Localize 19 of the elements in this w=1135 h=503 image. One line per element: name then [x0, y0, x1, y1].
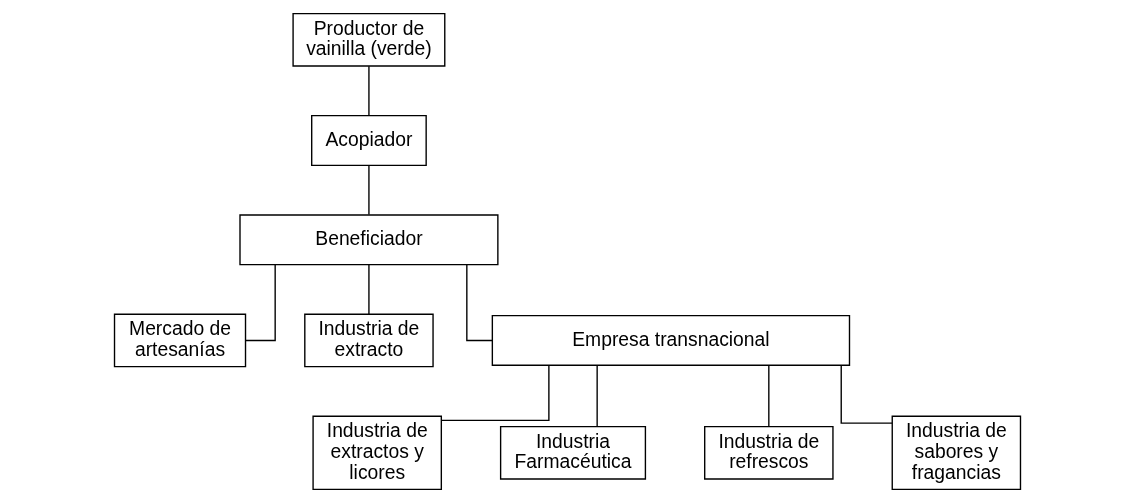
node-box: Mercado de artesanías	[113, 313, 247, 368]
connector	[368, 263, 370, 315]
connector	[768, 364, 770, 428]
node-box: Industria de sabores y fragancias	[891, 415, 1022, 491]
connector	[368, 65, 370, 116]
node-box: Productor de vainilla (verde)	[292, 12, 446, 67]
connector	[466, 263, 493, 342]
connector	[244, 263, 276, 342]
connector	[368, 164, 370, 216]
node-box: Acopiador	[311, 115, 427, 166]
connector	[840, 364, 893, 424]
node-box: Empresa transnacional	[491, 314, 851, 366]
connector	[440, 364, 550, 422]
node-box: Industria Farmacéutica	[499, 425, 647, 480]
node-box: Industria de refrescos	[704, 425, 834, 480]
node-box: Beneficiador	[239, 214, 499, 266]
connector	[596, 364, 598, 428]
node-box: Industria de extracto	[304, 313, 434, 368]
node-box: Industria de extractos y licores	[312, 415, 442, 491]
